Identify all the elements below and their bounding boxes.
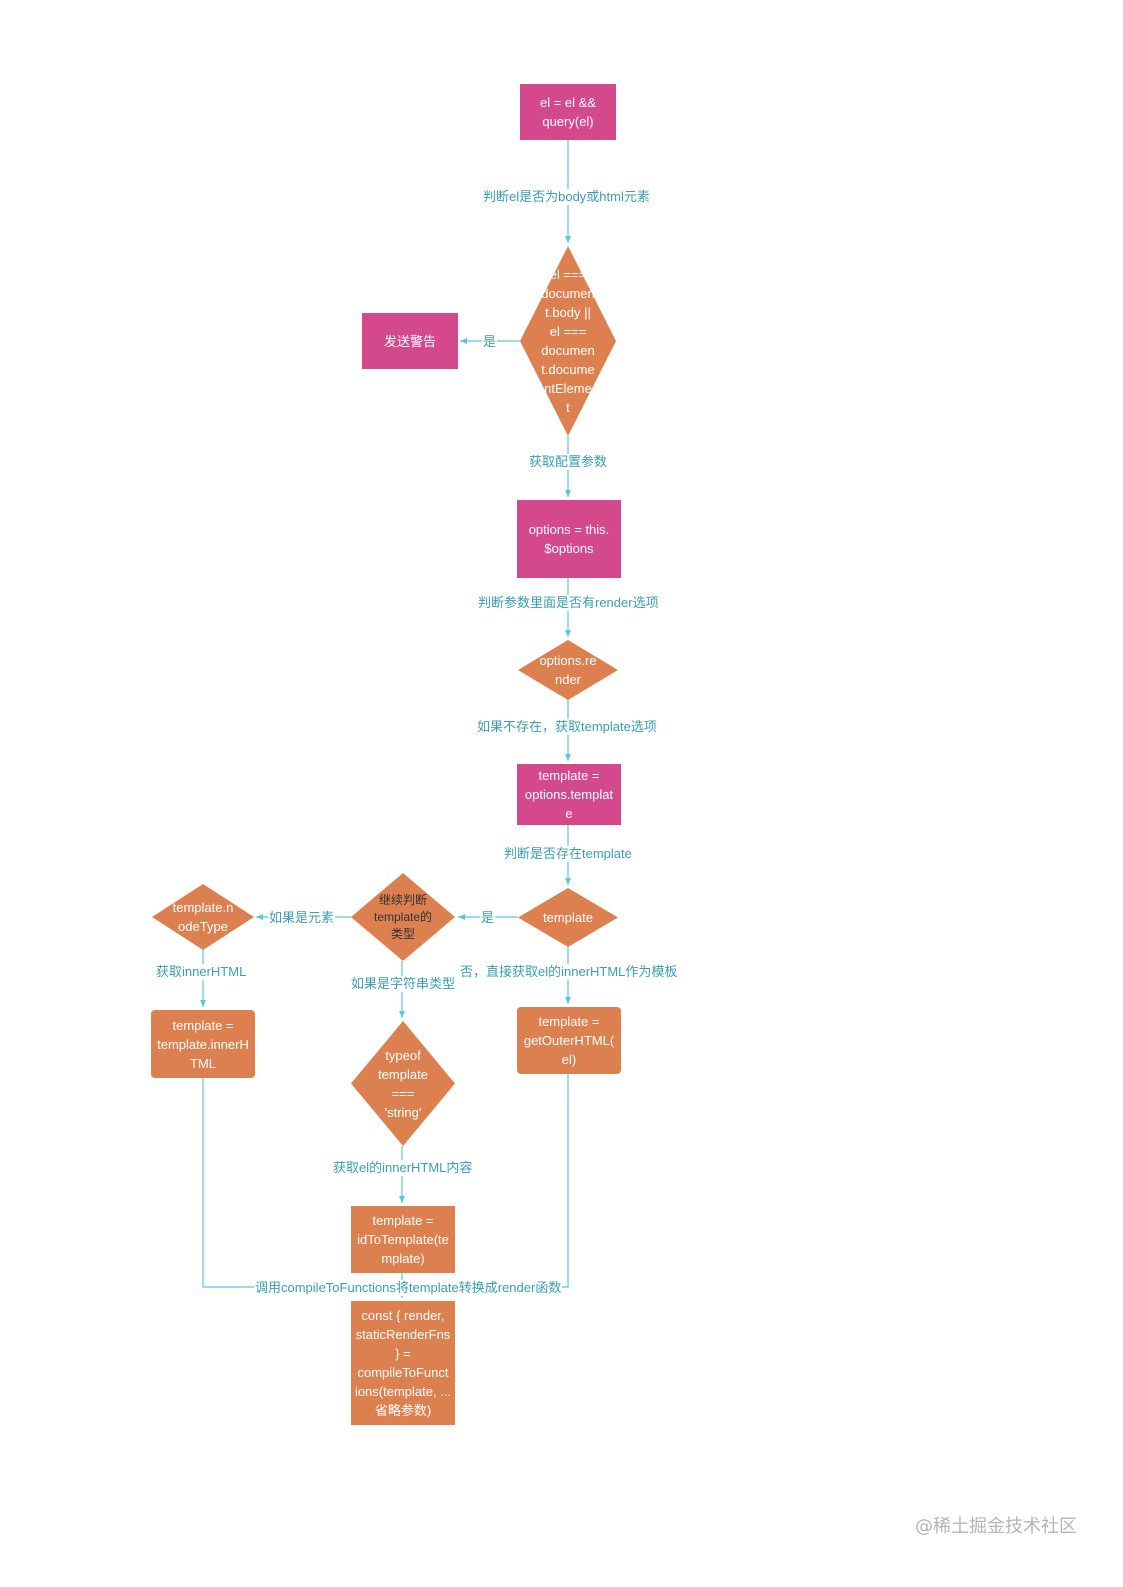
node-send-warning: 发送警告	[362, 313, 458, 369]
edge-label-template-exists: 判断是否存在template	[503, 846, 633, 862]
node-template-innerhtml: template = template.innerH TML	[151, 1010, 255, 1078]
watermark: @稀土掘金技术社区	[915, 1516, 1077, 1537]
decision-typeof-string-label: typeof template === 'string'	[378, 1047, 428, 1120]
node-el-query: el = el && query(el)	[520, 84, 616, 140]
edge-label-el-innerhtml: 获取el的innerHTML内容	[332, 1160, 474, 1176]
decision-options-render-label: options.re nder	[539, 653, 597, 687]
node-options: options = this. $options	[517, 500, 621, 578]
decision-template: template	[518, 888, 618, 947]
edge-label-get-config: 获取配置参数	[528, 454, 609, 470]
edge-label-is-string: 如果是字符串类型	[350, 976, 457, 992]
edge-label-compile: 调用compileToFunctions将template转换成render函数	[254, 1280, 563, 1296]
edge-label-yes-warning: 是	[482, 334, 498, 350]
decision-template-label: template	[543, 910, 593, 925]
decision-typeof-string: typeof template === 'string'	[351, 1021, 455, 1146]
edge-label-get-template: 如果不存在，获取template选项	[476, 719, 658, 735]
edge-label-check-render: 判断参数里面是否有render选项	[477, 595, 660, 611]
node-get-outer-html: template = getOuterHTML( el)	[517, 1007, 621, 1074]
decision-el-is-body: el === documen t.body || el === documen …	[520, 246, 616, 436]
edge-label-is-element: 如果是元素	[268, 910, 336, 926]
edge-label-is-body-or-html: 判断el是否为body或html元素	[482, 189, 651, 205]
decision-nodetype-label: template.n odeType	[172, 900, 234, 934]
node-template-options: template = options.templat e	[517, 764, 621, 825]
decision-options-render: options.re nder	[518, 640, 618, 700]
node-compile-to-functions: const { render, staticRenderFns } = comp…	[351, 1301, 455, 1425]
edge-label-get-innerhtml: 获取innerHTML	[155, 964, 248, 980]
decision-template-type-label: 继续判断 template的 类型	[373, 892, 433, 941]
node-id-to-template: template = idToTemplate(te mplate)	[351, 1206, 455, 1273]
edge-label-no-innerhtml: 否，直接获取el的innerHTML作为模板	[459, 964, 679, 980]
edge-label-yes-template: 是	[480, 910, 496, 926]
decision-nodetype: template.n odeType	[152, 884, 254, 950]
decision-template-type: 继续判断 template的 类型	[351, 873, 455, 961]
decision-el-is-body-label: el === documen t.body || el === documen …	[541, 267, 595, 415]
